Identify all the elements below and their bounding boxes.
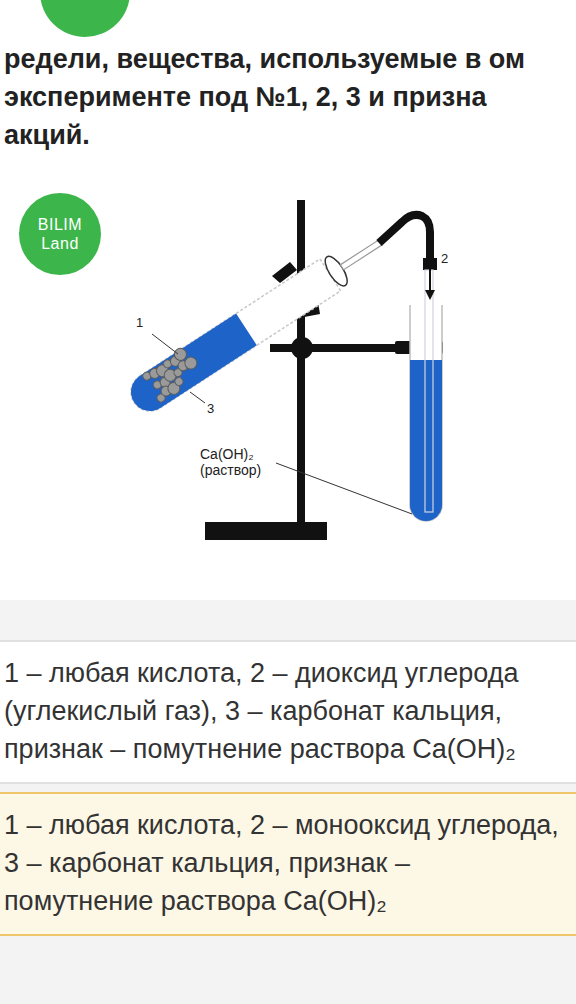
callout-number: 1 <box>136 316 143 331</box>
granule <box>173 376 184 387</box>
gas-arrow <box>429 268 431 298</box>
leader-line <box>190 392 205 403</box>
top-badge <box>40 0 130 37</box>
test-tube <box>410 305 442 521</box>
acid-liquid <box>124 313 257 418</box>
stand-base <box>205 522 327 540</box>
logo-circle: BILIM Land <box>18 192 102 276</box>
leader-line <box>152 334 178 354</box>
solution-label: Ca(OH)₂ (раствор) <box>200 446 278 478</box>
granule <box>183 355 200 372</box>
glass-tube <box>124 259 341 418</box>
option-text: 1 – любая кислота, 2 – монооксид углерод… <box>4 806 562 920</box>
callout-number: 3 <box>207 402 214 417</box>
gas-tube <box>340 240 382 270</box>
calcium-carbonate <box>140 344 205 404</box>
test-tube <box>123 225 391 419</box>
option-text: 1 – любая кислота, 2 – диоксид углерода … <box>4 654 562 768</box>
logo-text: BILIM Land <box>31 215 89 253</box>
logo-shape <box>18 192 102 276</box>
stand-rod <box>297 200 305 525</box>
answer-option: 1 – любая кислота, 2 – диоксид углерода … <box>0 640 576 784</box>
gas-tube <box>425 270 433 512</box>
answer-option: 1 – любая кислота, 2 – монооксид углерод… <box>0 792 576 936</box>
rubber-tube <box>379 215 430 262</box>
clamp-knob <box>291 337 313 359</box>
stopper <box>321 253 351 289</box>
logo-shape <box>19 193 101 275</box>
callout-number: 2 <box>441 252 448 267</box>
leader-line <box>276 463 412 514</box>
limewater <box>410 360 442 521</box>
question-title: редели, вещества, используемые в ом эксп… <box>4 40 572 154</box>
